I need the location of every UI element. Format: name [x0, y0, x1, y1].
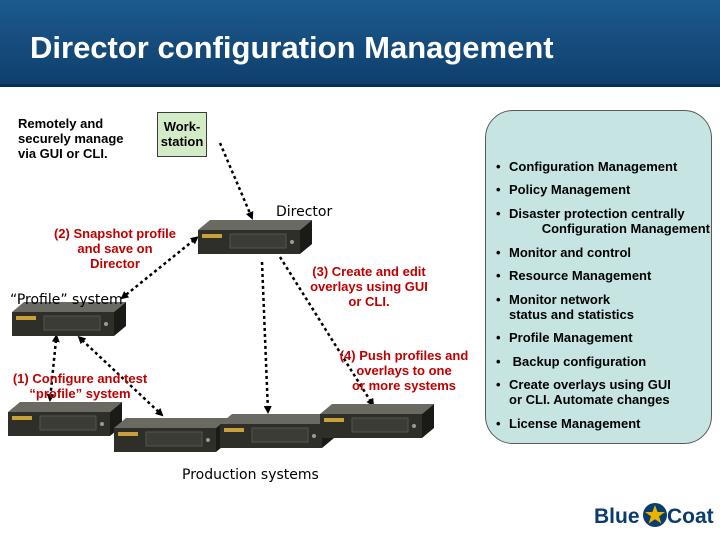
star-icon — [643, 503, 667, 527]
workstation-label: Work- — [163, 119, 201, 134]
server-icon — [8, 402, 122, 436]
title-banner — [0, 0, 720, 84]
dotted-arrow-icon — [46, 334, 60, 402]
intro-text: Remotely and securely manage via GUI or … — [18, 116, 148, 161]
feature-item: Disaster protection centrallyConfigurati… — [496, 206, 710, 236]
production-systems-label: Production systems — [182, 467, 319, 483]
logo-text: Coat — [667, 505, 714, 528]
step-2-label: (2) Snapshot profile and save on Directo… — [53, 226, 177, 271]
server-icon — [114, 418, 228, 452]
dotted-arrow-icon — [278, 256, 375, 407]
banner-rule — [0, 84, 720, 87]
feature-item: Resource Management — [496, 268, 710, 283]
step-3-label: (3) Create and edit overlays using GUI o… — [310, 264, 428, 309]
workstation-label: station — [160, 134, 204, 149]
director-label: Director — [276, 204, 333, 220]
intro-line: Remotely and — [18, 116, 104, 131]
dotted-arrow-icon — [218, 142, 254, 220]
feature-item: Monitor and control — [496, 245, 710, 260]
feature-item: Profile Management — [496, 330, 710, 345]
feature-item: Policy Management — [496, 182, 710, 197]
intro-line: via GUI or CLI. — [18, 146, 108, 161]
feature-item: License Management — [496, 416, 710, 431]
workstation-box: Work- station — [157, 112, 207, 157]
dotted-arrow-icon — [77, 335, 164, 417]
step-4-label: (4) Push profiles and overlays to one or… — [339, 348, 469, 393]
server-icon — [198, 220, 312, 254]
feature-item: Configuration Management — [496, 159, 710, 174]
page-title: Director configuration Management — [30, 30, 554, 65]
profile-system-label: “Profile” system — [10, 292, 123, 308]
server-icon — [12, 302, 126, 336]
step-1-label: (1) Configure and test “profile” system — [12, 371, 148, 401]
intro-line: securely manage — [18, 131, 124, 146]
logo-text: Blue — [594, 505, 640, 528]
dotted-arrow-icon — [260, 261, 272, 414]
server-icon — [320, 404, 434, 438]
feature-item: Backup configuration — [496, 354, 710, 369]
